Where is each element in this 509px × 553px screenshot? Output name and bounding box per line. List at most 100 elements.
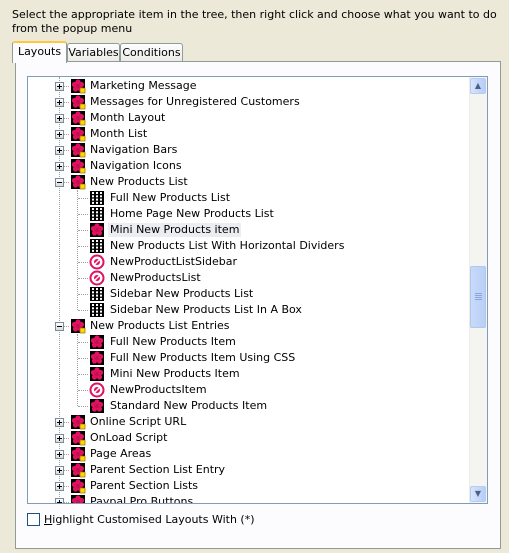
tree-item[interactable]: Mini New Products item [28, 222, 458, 238]
tree-item[interactable]: Full New Products List [28, 190, 458, 206]
tree-branch-line [78, 262, 88, 263]
expand-toggle-icon[interactable] [55, 130, 64, 139]
tree-branch-line [64, 150, 69, 151]
tree-item[interactable]: Navigation Icons [28, 158, 458, 174]
tree-item-label: Full New Products List [110, 191, 231, 204]
tree-item-label: New Products List With Horizontal Divide… [110, 239, 345, 252]
expand-toggle-icon[interactable] [55, 162, 64, 171]
circle-layout-icon [89, 254, 105, 270]
flower-layout-icon [70, 110, 86, 126]
tree-branch-line [78, 310, 88, 311]
tree-item-label: NewProductsList [110, 271, 201, 284]
tree-branch-line [78, 230, 88, 231]
tree-item[interactable]: Parent Section Lists [28, 478, 458, 494]
expand-toggle-icon[interactable] [55, 482, 64, 491]
vertical-scrollbar[interactable]: ▲ ▼ [469, 77, 487, 503]
tab-layouts[interactable]: Layouts [12, 41, 67, 63]
tree-item[interactable]: NewProductsList [28, 270, 458, 286]
expand-toggle-icon[interactable] [55, 114, 64, 123]
tab-conditions[interactable]: Conditions [120, 43, 183, 61]
collapse-toggle-icon[interactable] [55, 178, 64, 187]
tree-item[interactable]: New Products List [28, 174, 458, 190]
tree-branch-line [64, 454, 69, 455]
grid-list-icon [89, 206, 105, 222]
tree-item-label: OnLoad Script [90, 431, 168, 444]
tree-branch-line [78, 214, 88, 215]
collapse-toggle-icon[interactable] [55, 322, 64, 331]
tree-item-label: NewProductsItem [110, 383, 207, 396]
flower-item-icon [89, 366, 105, 382]
tree-item[interactable]: Paypal Pro Buttons [28, 494, 458, 503]
grid-list-icon [89, 286, 105, 302]
tree-item[interactable]: Full New Products Item [28, 334, 458, 350]
tree-item[interactable]: Page Areas [28, 446, 458, 462]
tree-item-label: Messages for Unregistered Customers [90, 95, 300, 108]
tree-item[interactable]: Messages for Unregistered Customers [28, 94, 458, 110]
flower-layout-icon [70, 174, 86, 190]
tree-item-label: Paypal Pro Buttons [90, 495, 194, 503]
scroll-thumb-grip [475, 295, 482, 296]
tree-item-label: Sidebar New Products List In A Box [110, 303, 302, 316]
tree-item-label: Parent Section Lists [90, 479, 199, 492]
tree-item-label: Mini New Products Item [110, 367, 240, 380]
tree-branch-line [78, 342, 88, 343]
tree-branch-line [78, 246, 88, 247]
tree-item[interactable]: NewProductListSidebar [28, 254, 458, 270]
tree-item-label: New Products List [90, 175, 188, 188]
scroll-thumb-grip [475, 293, 482, 294]
tree-item-label: Online Script URL [90, 415, 187, 428]
scroll-thumb-grip [475, 299, 482, 300]
tab-variables[interactable]: Variables [67, 43, 120, 61]
scroll-thumb-grip [475, 297, 482, 298]
tree-branch-line [78, 406, 88, 407]
tree-branch-line [78, 294, 88, 295]
tree-item-label: Navigation Icons [90, 159, 182, 172]
tree-item-label: Mini New Products item [108, 223, 242, 237]
tree-item[interactable]: Sidebar New Products List [28, 286, 458, 302]
tree-branch-line [64, 102, 69, 103]
tree-branch-line [64, 486, 69, 487]
tree-item[interactable]: Mini New Products Item [28, 366, 458, 382]
circle-layout-icon [89, 382, 105, 398]
tree-item-label: NewProductListSidebar [110, 255, 238, 268]
tree-item[interactable]: OnLoad Script [28, 430, 458, 446]
expand-toggle-icon[interactable] [55, 450, 64, 459]
scroll-thumb[interactable] [470, 266, 486, 328]
tree-branch-line [64, 118, 69, 119]
scroll-up-button[interactable]: ▲ [470, 78, 486, 94]
scroll-down-button[interactable]: ▼ [470, 486, 486, 502]
tree-branch-line [78, 374, 88, 375]
expand-toggle-icon[interactable] [55, 418, 64, 427]
tree-item[interactable]: Full New Products Item Using CSS [28, 350, 458, 366]
tree-item[interactable]: Month Layout [28, 110, 458, 126]
flower-layout-icon [70, 94, 86, 110]
tree-item[interactable]: New Products List With Horizontal Divide… [28, 238, 458, 254]
tree-item[interactable]: Sidebar New Products List In A Box [28, 302, 458, 318]
expand-toggle-icon[interactable] [55, 98, 64, 107]
tree-item[interactable]: Parent Section List Entry [28, 462, 458, 478]
highlight-customised-checkbox[interactable] [27, 513, 40, 526]
tree-item-label: Navigation Bars [90, 143, 178, 156]
tree-item[interactable]: New Products List Entries [28, 318, 458, 334]
tree-item[interactable]: Navigation Bars [28, 142, 458, 158]
tree-item[interactable]: Standard New Products Item [28, 398, 458, 414]
tree-item[interactable]: Home Page New Products List [28, 206, 458, 222]
grid-list-icon [89, 190, 105, 206]
expand-toggle-icon[interactable] [55, 434, 64, 443]
flower-item-icon [89, 222, 105, 238]
expand-toggle-icon[interactable] [55, 82, 64, 91]
tree-item[interactable]: Marketing Message [28, 78, 458, 94]
flower-item-icon [89, 334, 105, 350]
tree-item[interactable]: Online Script URL [28, 414, 458, 430]
flower-layout-icon [70, 318, 86, 334]
expand-toggle-icon[interactable] [55, 466, 64, 475]
tree-item[interactable]: NewProductsItem [28, 382, 458, 398]
expand-toggle-icon[interactable] [55, 146, 64, 155]
flower-layout-icon [70, 494, 86, 503]
expand-toggle-icon[interactable] [55, 498, 64, 503]
flower-layout-icon [70, 462, 86, 478]
tree-item[interactable]: Month List [28, 126, 458, 142]
tree-item-label: Home Page New Products List [110, 207, 274, 220]
highlight-customised-label[interactable]: Highlight Customised Layouts With (*) [44, 513, 255, 527]
